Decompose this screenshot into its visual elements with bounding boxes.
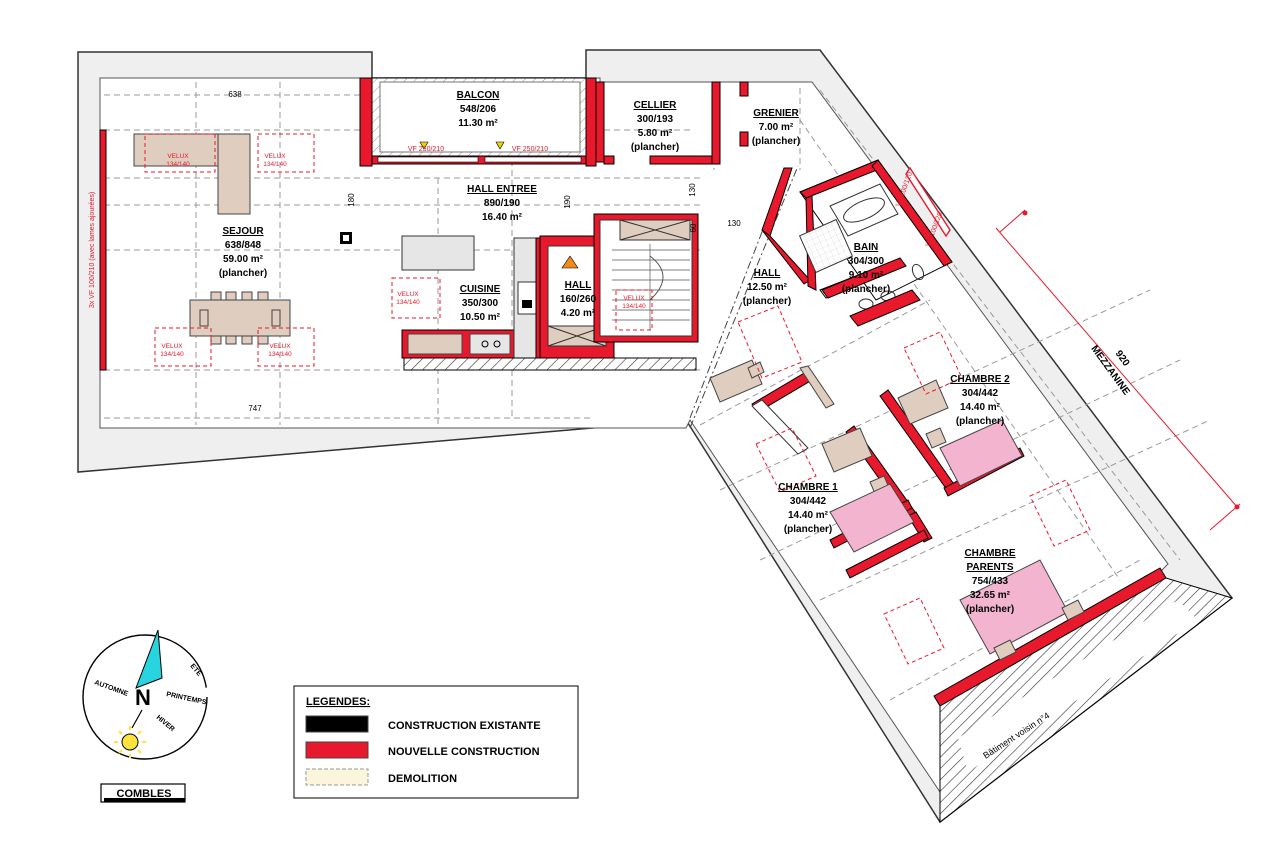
living-furniture (133, 133, 291, 345)
chambre2-note: (plancher) (956, 416, 1004, 427)
velux-size: 134/140 (396, 299, 420, 306)
grenier-area: 7.00 m² (759, 122, 794, 133)
legend-title: LEGENDES: (306, 696, 370, 708)
stair-block (539, 213, 699, 359)
dim-60: 60 (689, 223, 698, 232)
cellier-walls (595, 81, 749, 165)
dim-180: 180 (347, 193, 356, 207)
velux-size: 134/140 (268, 351, 292, 358)
season-hiver: HIVER (155, 714, 176, 733)
balcony (359, 77, 597, 167)
season-printemps: PRINTEMPS (166, 691, 208, 706)
cuisine-title: CUISINE (460, 284, 501, 295)
cellier-area: 5.80 m² (638, 128, 673, 139)
grenier-note: (plancher) (752, 136, 800, 147)
velux-label: VELUX (264, 153, 286, 160)
bain-note: (plancher) (842, 284, 890, 295)
chambre2-area: 14.40 m² (960, 402, 1001, 413)
floor-label-box: COMBLES (100, 783, 186, 803)
chambre1-area: 14.40 m² (788, 510, 829, 521)
mezzanine-label: MEZZANINE (1088, 344, 1131, 398)
bain-area: 9.10 m² (849, 270, 884, 281)
velux-label: VELUX (397, 291, 419, 298)
legend-label-new: NOUVELLE CONSTRUCTION (388, 746, 540, 758)
chambre1-note: (plancher) (784, 524, 832, 535)
chambre1-title: CHAMBRE 1 (778, 482, 838, 493)
floor-label: COMBLES (117, 788, 172, 800)
sejour-note: (plancher) (219, 268, 267, 279)
velux-size: 134/140 (263, 161, 287, 168)
velux-windows (144, 133, 653, 367)
room-labels: BALCON 548/206 11.30 m² CELLIER 300/193 … (219, 90, 1016, 615)
chambre-parents-note: (plancher) (966, 604, 1014, 615)
balcon-title: BALCON (457, 90, 500, 101)
vf-right: VF 250/210 (512, 146, 548, 153)
sejour-area: 59.00 m² (223, 254, 264, 265)
cellier-dims: 300/193 (637, 114, 674, 125)
cellier-title: CELLIER (634, 100, 678, 111)
legend-swatch-demolition (305, 768, 369, 786)
dim-190: 190 (563, 195, 572, 209)
legend-swatch-existing (305, 715, 369, 733)
right-wing (709, 159, 1241, 824)
velux-size: 134/140 (160, 351, 184, 358)
hall-entree-area: 16.40 m² (482, 212, 523, 223)
hall-right-title: HALL (754, 268, 781, 279)
balcon-dims: 548/206 (460, 104, 497, 115)
chambre-parents-title-2: PARENTS (966, 562, 1013, 573)
hall-entree-dims: 890/190 (484, 198, 521, 209)
chambre1-dims: 304/442 (790, 496, 827, 507)
hall-right-note: (plancher) (743, 296, 791, 307)
dim-bottom-left: 747 (248, 404, 262, 413)
compass: N ETE AUTOMNE PRINTEMPS HIVER (82, 629, 208, 760)
hall-small-title: HALL (565, 280, 592, 291)
cuisine-area: 10.50 m² (460, 312, 501, 323)
legend-swatch-new (305, 741, 369, 759)
dim-130a: 130 (688, 183, 697, 197)
legend: LEGENDES: CONSTRUCTION EXISTANTE NOUVELL… (293, 685, 579, 799)
sejour-dims: 638/848 (225, 240, 262, 251)
dim-130b: 130 (727, 219, 741, 228)
chambre2-dims: 304/442 (962, 388, 999, 399)
hall-small-area: 4.20 m² (561, 308, 596, 319)
velux-label: VELUX (161, 343, 183, 350)
vf-left: VF 250/210 (408, 146, 444, 153)
hall-right-area: 12.50 m² (747, 282, 788, 293)
season-ete: ETE (188, 663, 202, 678)
velux-label: VELUX (623, 295, 645, 302)
hall-entree-title: HALL ENTREE (467, 184, 537, 195)
balcon-area: 11.30 m² (458, 118, 498, 129)
cuisine-dims: 350/300 (462, 298, 499, 309)
velux-label: VELUX (167, 153, 189, 160)
chambre2-title: CHAMBRE 2 (950, 374, 1010, 385)
side-window-label: 3x VF 100/210 (avec lames ajourées) (89, 192, 96, 308)
season-automne: AUTOMNE (93, 679, 129, 698)
legend-label-existing: CONSTRUCTION EXISTANTE (388, 720, 541, 732)
velux-size: 134/140 (166, 161, 190, 168)
cellier-note: (plancher) (631, 142, 679, 153)
velux-label: VELUX (269, 343, 291, 350)
grenier-title: GRENIER (753, 108, 799, 119)
velux-size: 134/140 (622, 303, 646, 310)
chambre-parents-area: 32.65 m² (970, 590, 1011, 601)
chambre-parents-dims: 754/433 (972, 576, 1009, 587)
legend-label-demolition: DEMOLITION (388, 773, 457, 785)
hall-small-dims: 160/260 (560, 294, 597, 305)
chambre-parents-title-1: CHAMBRE (964, 548, 1015, 559)
bain-dims: 304/300 (848, 256, 885, 267)
sejour-title: SEJOUR (222, 226, 264, 237)
bain-title: BAIN (854, 242, 878, 253)
compass-north: N (135, 685, 151, 710)
dim-top-left: 638 (228, 90, 242, 99)
